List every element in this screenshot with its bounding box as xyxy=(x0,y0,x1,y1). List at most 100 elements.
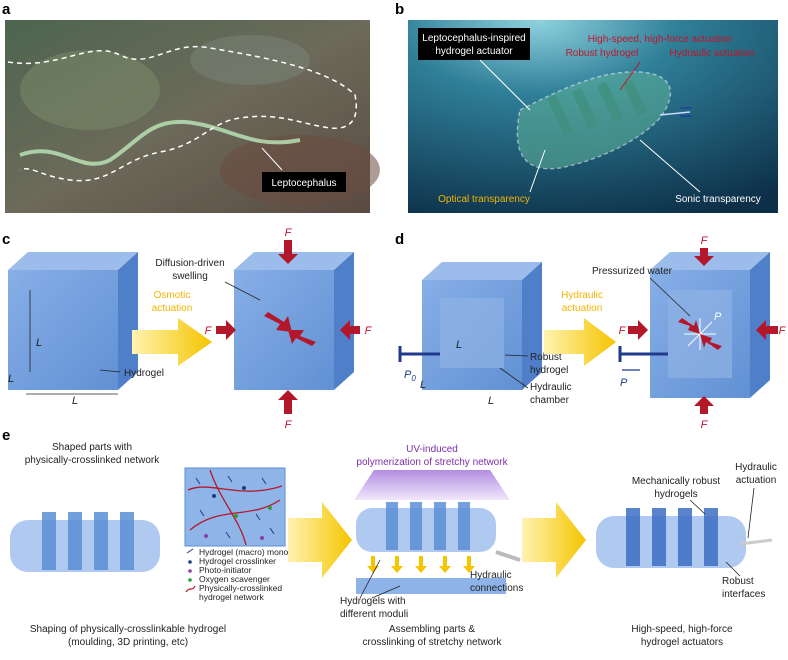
hydraulic-actuation-label: Hydraulic actuation xyxy=(669,48,754,59)
leptocephalus-pointer xyxy=(261,147,283,171)
caption-actuators-line2: hydrogel actuators xyxy=(641,637,723,648)
robust-interfaces-line1: Robust xyxy=(722,576,754,587)
cube-side-face xyxy=(522,262,542,390)
assembly-arrows xyxy=(367,556,475,573)
actuator-pointer xyxy=(479,59,531,111)
hydraulic-actuation-line2: actuation xyxy=(736,475,777,486)
robust-pointer xyxy=(504,354,529,357)
pressure-P-label: P xyxy=(620,377,628,389)
cube-top-face xyxy=(8,252,138,270)
uv-label-line2: polymerization of stretchy network xyxy=(356,457,508,468)
legend-item: Hydrogel (macro) monomer xyxy=(199,547,303,557)
physical-network-strand xyxy=(189,499,281,531)
force-F-label: F xyxy=(779,325,787,337)
force-arrow xyxy=(756,320,778,340)
high-speed-label: High-speed, high-force actuation xyxy=(588,34,733,45)
hydraulic-tube xyxy=(659,111,691,116)
force-arrow xyxy=(694,396,714,414)
uv-label-line1: UV-induced xyxy=(406,444,458,455)
actuator-label-box xyxy=(418,28,530,60)
panel-e-label: e xyxy=(2,427,10,444)
leptocephalus-body xyxy=(19,119,301,166)
assembly-base-part xyxy=(356,578,506,594)
pressurized-cube-side xyxy=(750,252,770,398)
hydraulic-connection-tube xyxy=(495,550,521,562)
leptocephalus-label-box xyxy=(262,172,346,192)
force-F-label: F xyxy=(619,325,627,337)
robust-hydrogels-pointer xyxy=(689,499,706,515)
hydraulic-connections-line1: Hydraulic xyxy=(470,570,512,581)
robust-hydrogel-line1: Robust xyxy=(530,352,562,363)
cube-top-face xyxy=(422,262,542,280)
pressurized-cube-top xyxy=(650,252,770,270)
chamber-label-line2: chamber xyxy=(530,395,570,406)
force-arrow xyxy=(278,390,298,414)
caption-actuators-line1: High-speed, high-force xyxy=(631,624,733,635)
crosslinker-dots xyxy=(204,486,272,540)
panel-a-label: a xyxy=(2,1,11,18)
moduli-label-line2: different moduli xyxy=(340,609,408,620)
assembly-top-part xyxy=(356,508,496,552)
osmotic-label-line2: actuation xyxy=(152,303,193,314)
cube-L-label: L xyxy=(72,395,78,407)
force-arrow xyxy=(288,330,316,346)
chamber-pointer xyxy=(499,367,529,389)
force-arrow xyxy=(678,318,700,334)
force-arrow xyxy=(700,334,722,350)
swollen-cube-side xyxy=(334,252,354,390)
panel-a: a Leptocephalus xyxy=(2,1,380,213)
force-arrow xyxy=(264,312,292,332)
panel-d: d P0 L L L Robust hydrogel Hydraulic cha… xyxy=(395,231,787,431)
force-arrow xyxy=(628,320,648,340)
mechanically-robust-line1: Mechanically robust xyxy=(632,476,721,487)
hydrogel-cube xyxy=(8,270,118,390)
mechanically-robust-line2: hydrogels xyxy=(654,489,697,500)
hydraulic-actuation-line1: Hydraulic xyxy=(735,462,777,473)
robust-hydrogel-line2: hydrogel xyxy=(530,365,568,376)
shaped-part-fins xyxy=(42,512,134,570)
diffusion-label-line2: swelling xyxy=(172,271,208,282)
final-hydraulic-tube xyxy=(739,538,773,546)
force-F-label: F xyxy=(701,419,709,431)
rock-texture xyxy=(20,50,160,130)
robust-interfaces-line2: interfaces xyxy=(722,589,765,600)
panel-b: b Leptocephalus-inspired hydrogel actuat… xyxy=(395,1,778,213)
hydraulic-label-line2: actuation xyxy=(562,303,603,314)
cube-L-label: L xyxy=(456,339,462,351)
monomer-marks xyxy=(195,475,275,539)
process-arrow xyxy=(288,502,352,578)
force-arrow xyxy=(340,320,360,340)
hydrogel-label: Hydrogel xyxy=(124,368,164,379)
uv-light xyxy=(354,470,510,500)
optical-pointer xyxy=(529,149,546,193)
legend-scavenger-mark xyxy=(188,578,192,582)
legend-item: Physically-crosslinked xyxy=(199,583,282,593)
caption-assembling-line1: Assembling parts & xyxy=(389,624,475,635)
osmotic-arrow xyxy=(132,318,212,366)
diffusion-pointer xyxy=(224,281,261,301)
legend-network-mark xyxy=(185,585,196,593)
hydraulic-arrow xyxy=(544,318,616,366)
process-arrow xyxy=(522,502,586,578)
force-F-label: F xyxy=(285,227,293,239)
assembly-fins xyxy=(386,502,470,550)
caption-shaping-line2: (moulding, 3D printing, etc) xyxy=(68,637,188,648)
pressurized-label: Pressurized water xyxy=(592,266,673,277)
network-legend: Hydrogel (macro) monomer Hydrogel crossl… xyxy=(185,547,303,602)
legend-item: Hydrogel crosslinker xyxy=(199,556,276,566)
pressure-P0-label: P0 xyxy=(404,369,416,383)
hydraulic-actuation-pointer xyxy=(747,487,755,539)
leptocephalus-outline xyxy=(7,45,357,182)
panel-c-label: c xyxy=(2,231,10,248)
legend-initiator-mark xyxy=(188,569,192,573)
legend-monomer-mark xyxy=(186,548,194,554)
actuator-fins xyxy=(547,79,648,136)
pressure-P-inner: P xyxy=(714,311,722,323)
shaped-parts-line2: physically-crosslinked network xyxy=(25,455,160,466)
final-actuator-fins xyxy=(626,508,718,566)
moduli-pointer xyxy=(359,559,381,599)
physical-network-strand xyxy=(209,469,247,546)
force-F-label: F xyxy=(365,325,373,337)
actuator-label-line1: Leptocephalus-inspired xyxy=(422,33,525,44)
